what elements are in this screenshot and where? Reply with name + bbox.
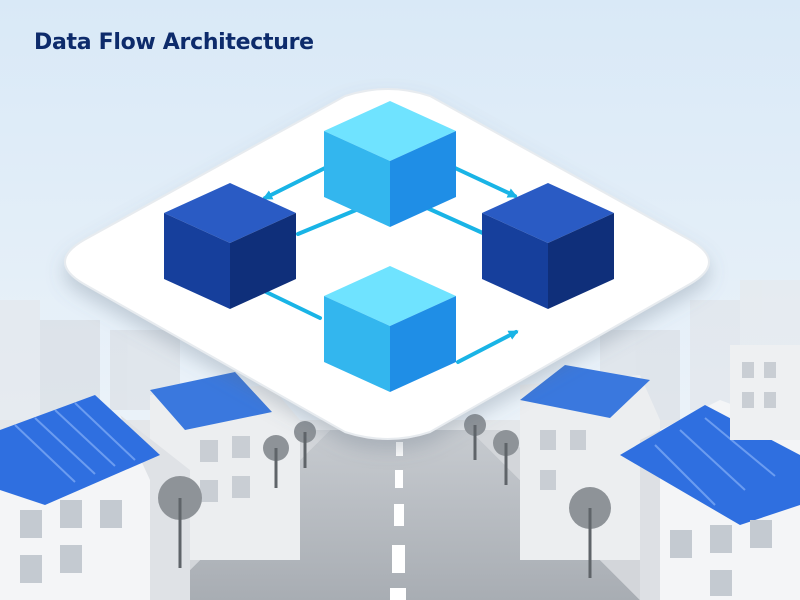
trees — [158, 414, 611, 578]
cube-right-face — [230, 213, 296, 309]
edge-left-top — [296, 208, 358, 236]
edges-layer — [260, 166, 519, 364]
node-top-cube-icon[interactable] — [324, 101, 456, 227]
tree-icon — [294, 421, 316, 468]
cube-right-face — [548, 213, 614, 309]
tree-icon — [263, 435, 289, 488]
node-left-cube-icon[interactable] — [164, 183, 296, 309]
building-right-tall — [730, 345, 800, 440]
node-right-cube-icon[interactable] — [482, 183, 614, 309]
tree-icon — [569, 487, 611, 578]
lane-markings — [390, 442, 406, 600]
cube-left-face — [324, 296, 390, 392]
tree-icon — [158, 476, 202, 568]
tree-icon — [464, 414, 486, 460]
tree-icon — [493, 430, 519, 485]
building-right-far — [520, 365, 660, 560]
edge-left-bottom — [260, 288, 322, 320]
node-bottom-cube-icon[interactable] — [324, 266, 456, 392]
page-title: Data Flow Architecture — [34, 30, 314, 55]
nodes-layer — [164, 101, 614, 392]
edge-top-left — [262, 166, 327, 200]
edge-bottom-right — [456, 330, 519, 364]
cube-left-face — [164, 213, 230, 309]
cube-left-face — [324, 131, 390, 227]
cube-left-face — [482, 213, 548, 309]
edge-top-right — [453, 166, 518, 198]
cube-right-face — [390, 131, 456, 227]
cube-right-face — [390, 296, 456, 392]
building-left-near — [0, 395, 190, 600]
right-buildings — [520, 345, 800, 600]
diagram-platform — [64, 88, 710, 440]
edge-right-top — [423, 205, 487, 236]
